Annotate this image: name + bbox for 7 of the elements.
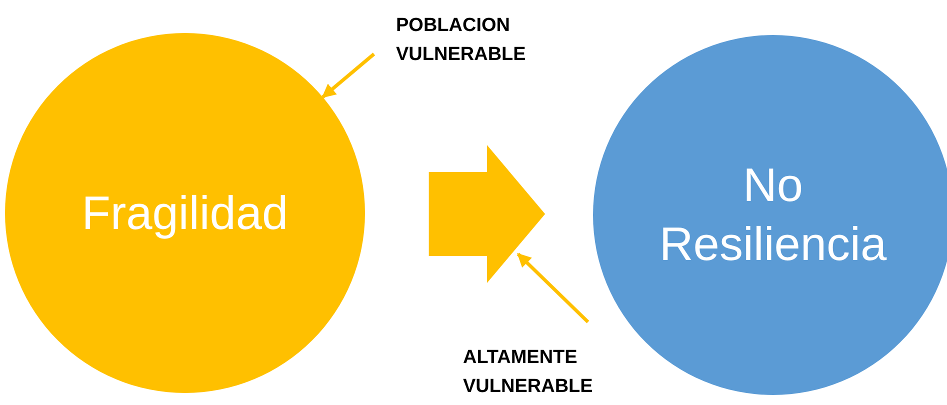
leader-line (516, 252, 590, 324)
callout-text: POBLACION VULNERABLE (396, 14, 527, 67)
block-arrow (428, 145, 546, 283)
callout-text: ALTAMENTE VULNERABLE (463, 346, 594, 399)
node-label: Fragilidad (82, 184, 288, 241)
leader-line (322, 52, 376, 98)
node-label: No Resiliencia (658, 157, 888, 272)
